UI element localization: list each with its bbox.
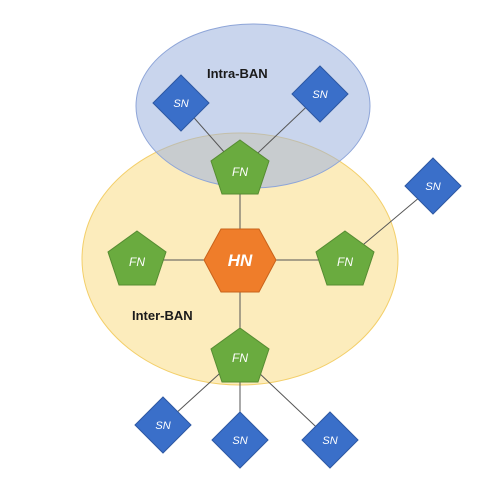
sn-node: SN: [404, 157, 462, 215]
diamond-icon: [291, 65, 349, 123]
sn-label: SN: [322, 435, 337, 447]
fn-node: FN: [107, 230, 167, 286]
diamond-icon: [152, 74, 210, 132]
fn-node: FN: [315, 230, 375, 286]
pentagon-icon: [107, 230, 167, 286]
pentagon-icon: [315, 230, 375, 286]
diamond-icon: [404, 157, 462, 215]
sn-label: SN: [155, 420, 170, 432]
fn-label: FN: [232, 165, 248, 179]
sn-node: SN: [134, 396, 192, 454]
fn-label: FN: [337, 255, 353, 269]
intra-ban-label: Intra-BAN: [207, 66, 268, 81]
inter-ban-label: Inter-BAN: [132, 308, 193, 323]
sn-label: SN: [312, 89, 327, 101]
hn-node: HN: [203, 228, 277, 293]
sn-node: SN: [152, 74, 210, 132]
fn-node: FN: [210, 327, 270, 383]
fn-label: FN: [232, 351, 248, 365]
fn-label: FN: [129, 255, 145, 269]
diamond-icon: [301, 411, 359, 469]
pentagon-icon: [210, 139, 270, 195]
pentagon-icon: [210, 327, 270, 383]
sn-label: SN: [232, 435, 247, 447]
fn-node: FN: [210, 139, 270, 195]
sn-label: SN: [173, 98, 188, 110]
sn-node: SN: [291, 65, 349, 123]
diamond-icon: [134, 396, 192, 454]
hn-label: HN: [228, 251, 253, 270]
sn-node: SN: [211, 411, 269, 469]
sn-node: SN: [301, 411, 359, 469]
sn-label: SN: [425, 181, 440, 193]
diamond-icon: [211, 411, 269, 469]
hexagon-icon: [203, 228, 277, 293]
